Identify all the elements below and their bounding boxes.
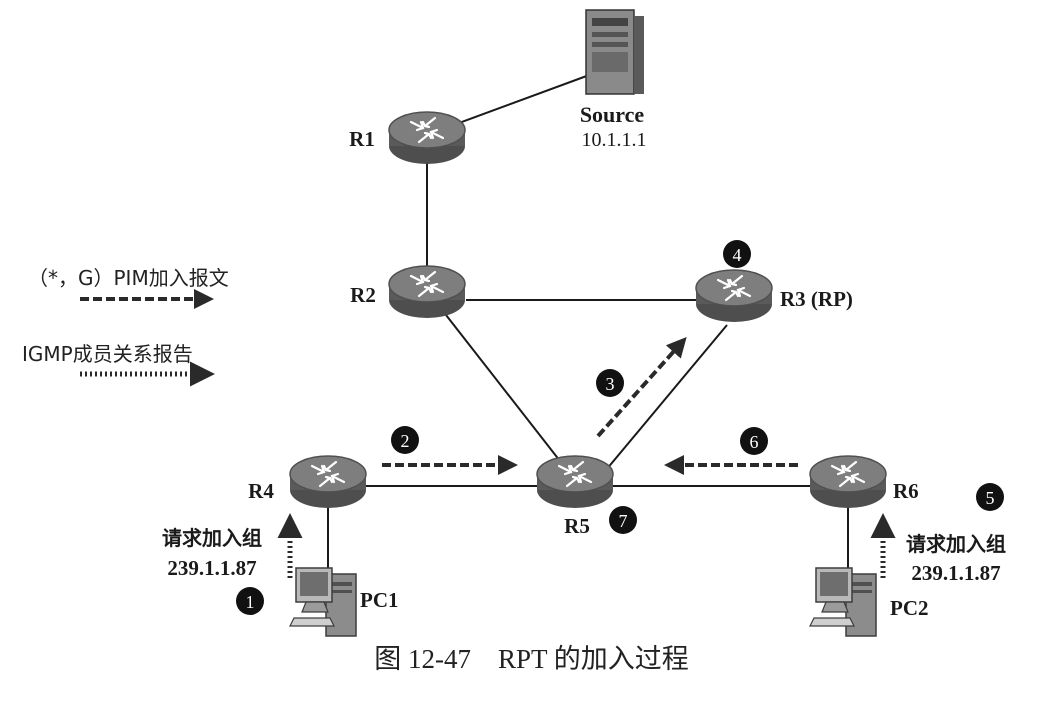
- router-r4-icon: [288, 454, 368, 510]
- pc2-icon: [809, 567, 877, 637]
- router-r2-icon: [387, 264, 467, 320]
- pc1-label: PC1: [360, 588, 399, 612]
- pc1-request-line2: 239.1.1.87: [167, 556, 256, 580]
- step-badge-6: 6: [740, 427, 768, 455]
- pc2-label: PC2: [890, 596, 929, 620]
- source-ip: 10.1.1.1: [582, 129, 647, 151]
- router-r6-icon: [808, 454, 888, 510]
- router-r6-label: R6: [893, 479, 919, 503]
- pc2-request-line2: 239.1.1.87: [911, 561, 1000, 585]
- router-r2-label: R2: [350, 283, 376, 307]
- router-r3-icon: [694, 268, 774, 324]
- svg-text:3: 3: [606, 374, 615, 394]
- link-r3-r5: [600, 324, 728, 477]
- step-badge-1: 1: [236, 587, 264, 615]
- source-server-icon: [585, 9, 644, 95]
- svg-text:5: 5: [986, 488, 995, 508]
- step-badge-4: 4: [723, 240, 751, 268]
- step-badge-7: 7: [609, 506, 637, 534]
- pc1-icon: [289, 567, 357, 637]
- pc1-request-line1: 请求加入组: [162, 526, 262, 550]
- legend-pim-label: （*，G）PIM加入报文: [28, 266, 229, 290]
- router-r1-icon: [387, 110, 467, 166]
- link-r2-r5: [445, 314, 568, 471]
- svg-text:2: 2: [401, 431, 410, 451]
- pc2-request-line1: 请求加入组: [906, 532, 1006, 556]
- step-badge-3: 3: [596, 369, 624, 397]
- router-r5-label: R5: [564, 514, 590, 538]
- svg-text:4: 4: [733, 245, 742, 265]
- step-badge-2: 2: [391, 426, 419, 454]
- source-label: Source: [580, 102, 645, 127]
- legend-igmp-label: IGMP成员关系报告: [22, 342, 193, 366]
- router-r5-icon: [535, 454, 615, 510]
- svg-text:7: 7: [619, 511, 628, 531]
- router-r1-label: R1: [349, 127, 375, 151]
- router-r3-label: R3 (RP): [780, 287, 853, 311]
- pim-join-arrow-r5-r3: [596, 337, 687, 438]
- svg-text:1: 1: [246, 592, 255, 612]
- figure-caption: 图 12-47 RPT 的加入过程: [374, 644, 689, 674]
- svg-text:6: 6: [750, 432, 759, 452]
- step-badge-5: 5: [976, 483, 1004, 511]
- router-r4-label: R4: [248, 479, 274, 503]
- link-r1-source: [439, 73, 593, 131]
